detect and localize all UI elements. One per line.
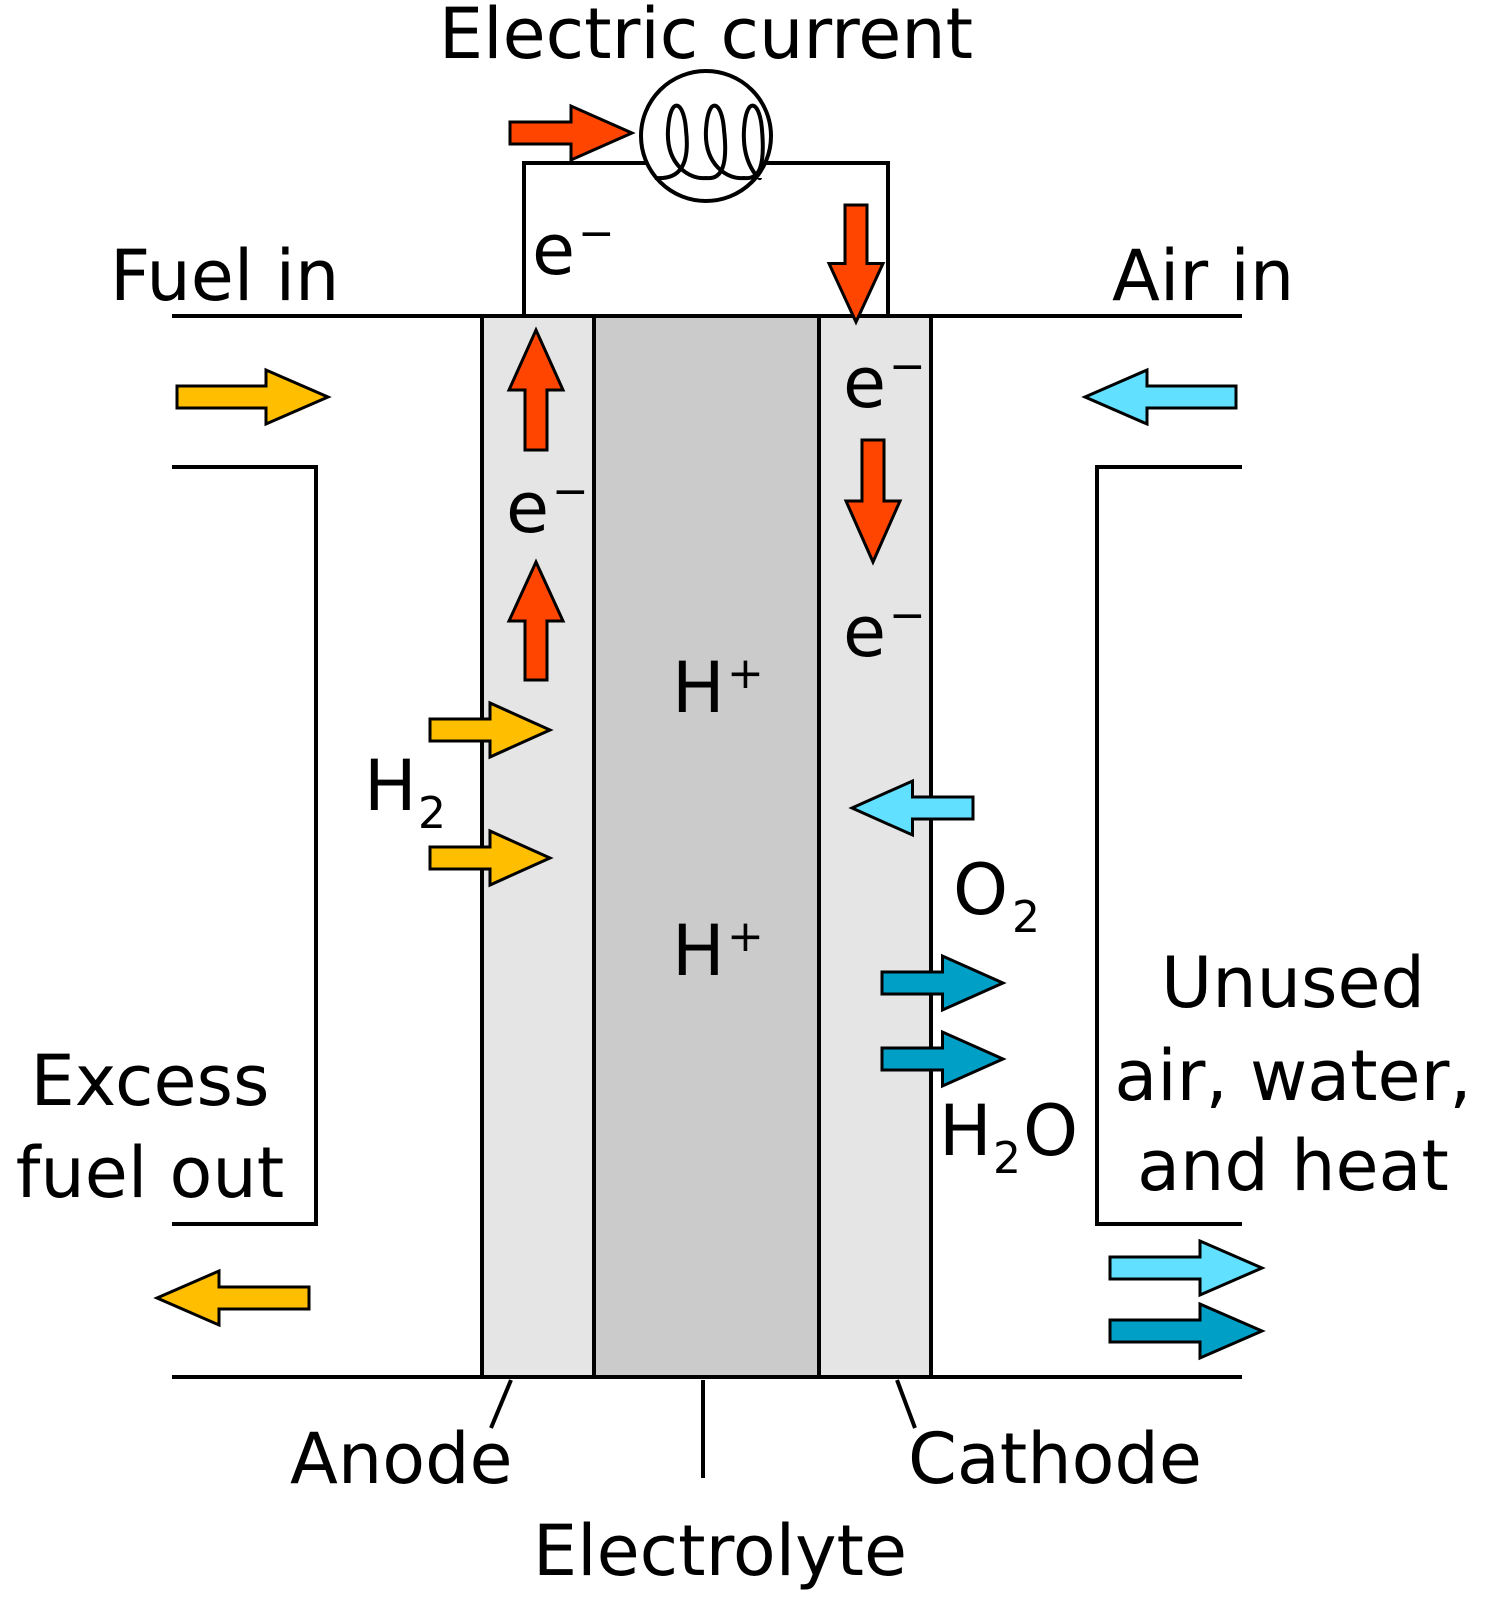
label-unused-line3: and heat [1137,1125,1449,1207]
title-electric-current: Electric current [439,0,973,75]
svg-text:H: H [672,647,725,729]
svg-text:−: − [578,208,615,259]
svg-text:e: e [506,467,549,549]
electron-label-anode: e− [506,466,589,549]
electron-flow-arrow-into-cathode-icon [826,203,886,326]
svg-text:+: + [727,648,764,699]
svg-text:2: 2 [993,1133,1021,1184]
proton-label-upper: H+ [672,647,764,729]
hydrogen-arrow-lower-icon [428,828,554,888]
proton-label-lower: H+ [672,910,764,992]
svg-text:−: − [552,466,589,517]
svg-text:O: O [953,849,1008,931]
svg-text:O: O [1023,1090,1078,1172]
electron-label-cathode-bottom: e− [843,590,926,673]
water-arrow-upper-icon [880,953,1007,1013]
lamp-load-icon [639,69,773,203]
label-cathode: Cathode [908,1418,1202,1500]
electron-flow-arrow-circuit-icon [508,103,636,163]
label-excess-fuel-line1: Excess [31,1040,270,1122]
svg-text:H: H [364,745,417,827]
svg-text:−: − [889,341,926,392]
electron-flow-arrow-cathode-icon [843,438,903,566]
air-channel-wall [1095,465,1242,1226]
electron-flow-arrow-anode-lower-icon [506,558,566,682]
label-fuel-in: Fuel in [110,235,339,317]
svg-text:+: + [727,911,764,962]
air-in-arrow-icon [1081,367,1238,427]
label-electrolyte: Electrolyte [533,1510,907,1592]
label-unused-line1: Unused [1161,942,1425,1024]
water-out-arrow-icon [1108,1301,1266,1361]
label-air-in: Air in [1112,235,1294,317]
svg-text:e: e [843,342,886,424]
electron-flow-arrow-anode-upper-icon [506,326,566,452]
label-unused-line2: air, water, [1114,1035,1471,1117]
label-excess-fuel-line2: fuel out [16,1132,284,1214]
water-arrow-lower-icon [880,1029,1007,1089]
svg-text:H: H [672,910,725,992]
circuit-wire-left [522,161,648,316]
fuel-in-arrow-icon [175,367,332,427]
circuit-wire-right [764,161,890,316]
electron-label-cathode-top: e− [843,341,926,424]
svg-text:e: e [532,209,575,291]
label-anode: Anode [290,1418,513,1500]
electron-label-circuit: e− [532,208,615,291]
svg-text:2: 2 [418,788,446,839]
hydrogen-arrow-upper-icon [428,700,554,760]
anode-leader-line [489,1379,513,1429]
cathode-leader-line [895,1379,917,1429]
svg-text:H: H [939,1090,992,1172]
unused-air-out-arrow-icon [1108,1238,1266,1298]
svg-text:2: 2 [1012,892,1040,943]
fuel-channel-wall [172,465,318,1226]
svg-text:−: − [889,590,926,641]
oxygen-arrow-icon [848,778,975,838]
electrolyte-layer [592,314,821,1379]
excess-fuel-out-arrow-icon [153,1268,311,1328]
svg-text:e: e [843,591,886,673]
